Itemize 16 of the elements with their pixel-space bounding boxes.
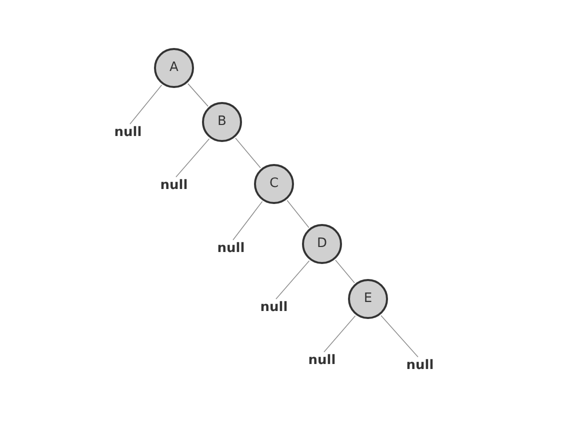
tree-edge xyxy=(335,260,355,284)
null-label: null xyxy=(214,241,248,255)
tree-edge xyxy=(188,83,208,107)
null-label: null xyxy=(403,358,437,372)
tree-edge xyxy=(380,315,418,358)
null-label: null xyxy=(305,353,339,367)
tree-edge xyxy=(276,260,310,300)
tree-edge xyxy=(324,315,356,352)
tree-edge xyxy=(286,200,310,228)
null-label: null xyxy=(157,178,191,192)
tree-edge xyxy=(130,84,162,124)
tree-edge xyxy=(235,138,261,168)
null-label: null xyxy=(111,125,145,139)
tree-edge xyxy=(176,138,210,178)
null-label: null xyxy=(257,300,291,314)
tree-edge xyxy=(232,201,263,240)
